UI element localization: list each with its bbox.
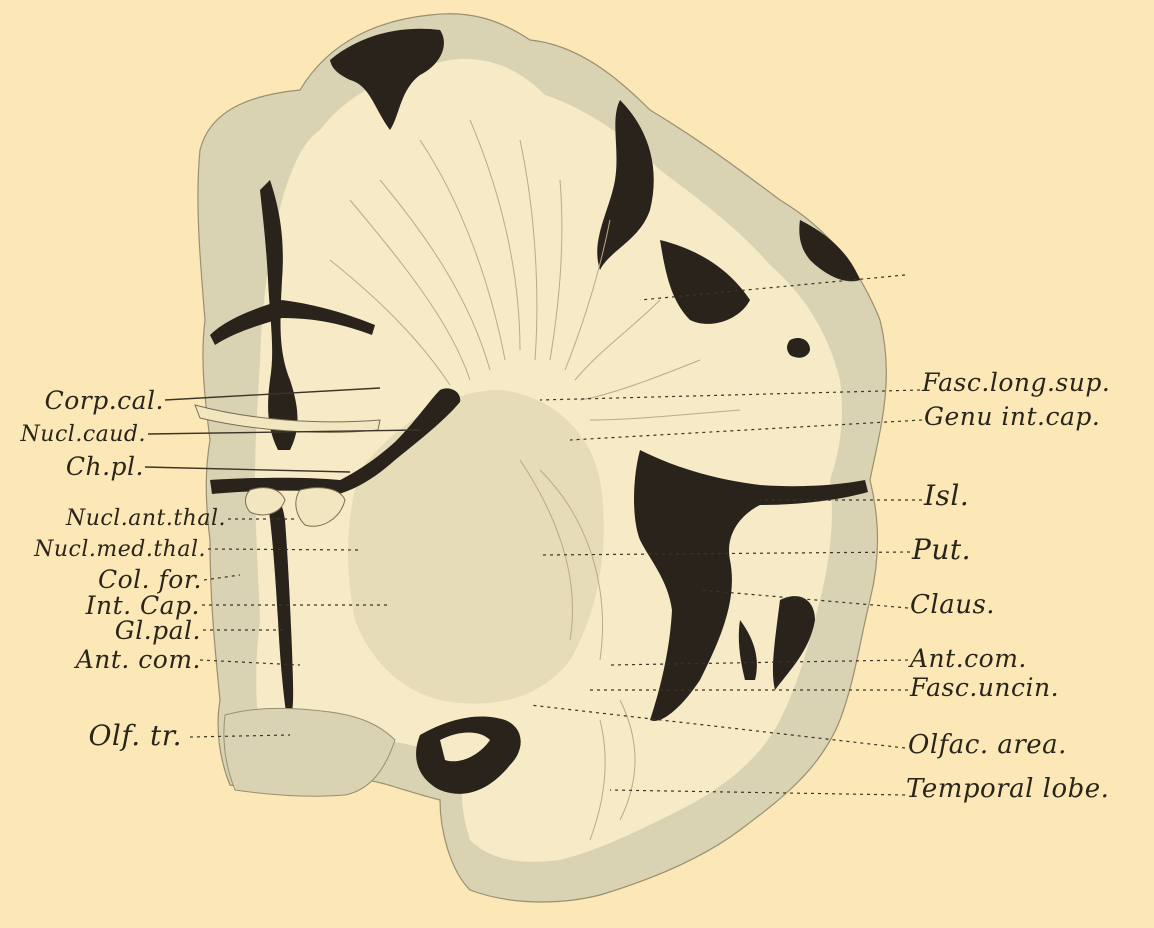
label-nucl-caud: Nucl.caud. (21, 424, 146, 446)
label-fasc-long-sup: Fasc.long.sup. (922, 370, 1110, 395)
label-claus: Claus. (910, 592, 995, 618)
label-olf-tr: Olf. tr. (88, 722, 182, 750)
label-ant-com-left: Ant. com. (76, 647, 201, 672)
label-nucl-ant-thal: Nucl.ant.thal. (66, 508, 226, 530)
label-col-for: Col. for. (98, 567, 202, 592)
label-olfac-area: Olfac. area. (908, 732, 1067, 758)
label-genu-int-cap: Genu int.cap. (924, 404, 1100, 429)
label-gl-pal: Gl.pal. (115, 618, 201, 643)
label-fasc-uncin: Fasc.uncin. (910, 675, 1059, 700)
label-put: Put. (912, 536, 971, 564)
label-isl: Isl. (924, 482, 969, 510)
label-corp-cal: Corp.cal. (45, 388, 164, 413)
label-ant-com-right: Ant.com. (910, 646, 1027, 671)
label-temporal-lobe: Temporal lobe. (906, 776, 1109, 802)
label-int-cap: Int. Cap. (86, 593, 200, 618)
label-nucl-med-thal: Nucl.med.thal. (34, 539, 206, 561)
label-ch-pl: Ch.pl. (66, 454, 144, 479)
